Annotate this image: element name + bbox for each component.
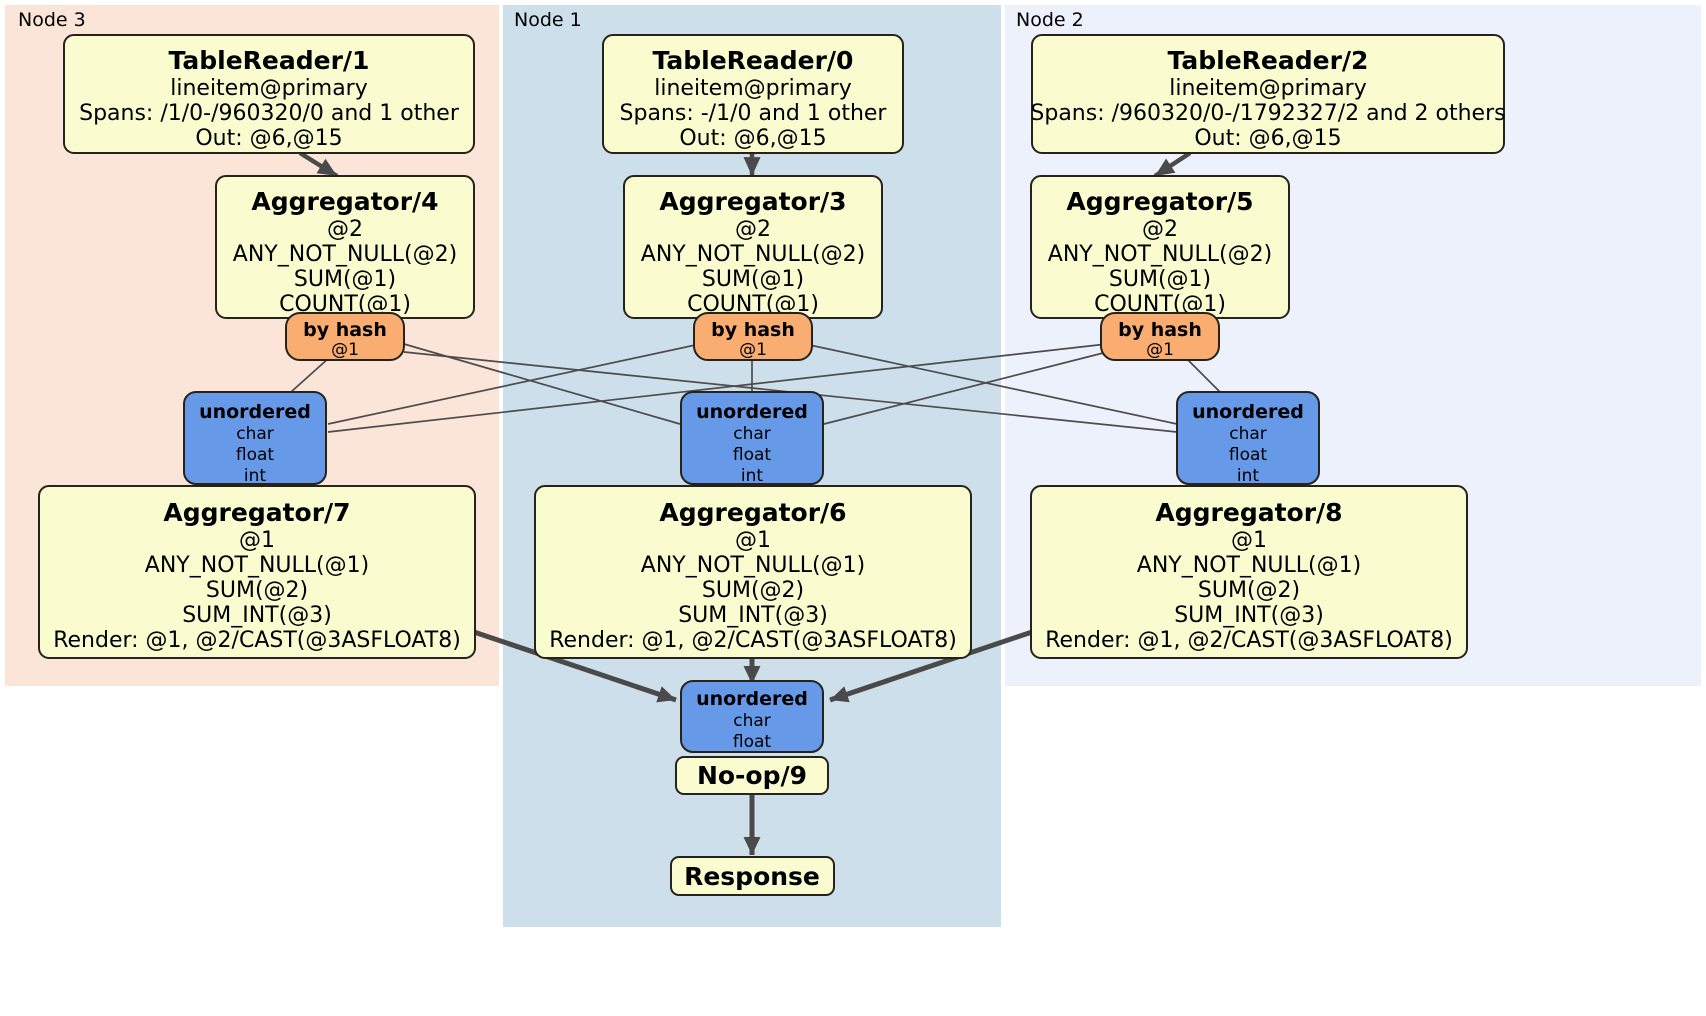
node-line: SUM(@1) [702, 267, 804, 292]
node-aggregator-4[interactable]: Aggregator/4 @2 ANY_NOT_NULL(@2) SUM(@1)… [215, 175, 475, 319]
node-title: TableReader/0 [653, 46, 854, 75]
router-title: unordered [696, 688, 808, 710]
router-unordered-mid[interactable]: unordered char float int [680, 391, 824, 486]
node-title: Aggregator/5 [1066, 187, 1253, 216]
node-line: SUM(@1) [294, 267, 396, 292]
router-line: float [236, 445, 275, 465]
panel-node1-label: Node 1 [514, 9, 582, 31]
edge-hashM-unorderedR [804, 343, 1178, 425]
router-title: unordered [199, 401, 311, 423]
node-response[interactable]: Response [670, 856, 835, 896]
router-title: by hash [711, 319, 795, 341]
node-line: SUM_INT(@3) [1174, 603, 1324, 628]
node-line: SUM_INT(@3) [182, 603, 332, 628]
router-unordered-right[interactable]: unordered char float int [1176, 391, 1320, 486]
node-line: ANY_NOT_NULL(@2) [641, 242, 865, 267]
router-title: unordered [696, 401, 808, 423]
node-line: Render: @1, @2/CAST(@3ASFLOAT8) [53, 628, 461, 653]
router-unordered-final[interactable]: unordered char float [680, 680, 824, 753]
node-table-reader-2[interactable]: TableReader/2 lineitem@primary Spans: /9… [1030, 34, 1506, 154]
node-aggregator-7[interactable]: Aggregator/7 @1 ANY_NOT_NULL(@1) SUM(@2)… [38, 485, 476, 659]
router-line: @1 [739, 340, 767, 360]
node-title: Aggregator/3 [659, 187, 846, 216]
node-line: Out: @6,@15 [679, 126, 826, 151]
router-line: int [1237, 466, 1259, 486]
node-title: TableReader/2 [1168, 46, 1369, 75]
node-aggregator-5[interactable]: Aggregator/5 @2 ANY_NOT_NULL(@2) SUM(@1)… [1030, 175, 1290, 319]
node-line: @1 [735, 528, 771, 553]
node-line: Render: @1, @2/CAST(@3ASFLOAT8) [1045, 628, 1453, 653]
node-line: lineitem@primary [654, 76, 852, 101]
node-title: Aggregator/7 [163, 498, 350, 527]
router-title: by hash [1118, 319, 1202, 341]
node-aggregator-3[interactable]: Aggregator/3 @2 ANY_NOT_NULL(@2) SUM(@1)… [623, 175, 883, 319]
router-hash-mid[interactable]: by hash @1 [693, 312, 813, 361]
router-line: char [1229, 424, 1267, 444]
node-line: SUM(@2) [206, 578, 308, 603]
router-line: char [733, 424, 771, 444]
edge-tr1-agg4 [298, 151, 339, 178]
router-line: char [236, 424, 274, 444]
node-line: @2 [1142, 217, 1178, 242]
node-line: Render: @1, @2/CAST(@3ASFLOAT8) [549, 628, 957, 653]
node-title: TableReader/1 [169, 46, 370, 75]
node-title: Aggregator/8 [1155, 498, 1342, 527]
router-line: float [1229, 445, 1268, 465]
edge-tr2-agg5 [1153, 151, 1192, 178]
router-line: float [733, 445, 772, 465]
edge-hashM-unorderedL [327, 343, 701, 425]
node-line: Out: @6,@15 [195, 126, 342, 151]
node-line: lineitem@primary [1169, 76, 1367, 101]
node-line: SUM(@2) [702, 578, 804, 603]
edge-agg8-final [829, 629, 1033, 703]
router-title: unordered [1192, 401, 1304, 423]
router-line: int [741, 466, 763, 486]
router-hash-right[interactable]: by hash @1 [1100, 312, 1220, 361]
node-line: lineitem@primary [170, 76, 368, 101]
node-line: @1 [1231, 528, 1267, 553]
edge-hashR-unorderedR [1184, 356, 1221, 393]
node-line: ANY_NOT_NULL(@1) [145, 553, 369, 578]
node-line: Spans: /1/0-/960320/0 and 1 other [79, 101, 460, 126]
edge-agg7-final [473, 629, 677, 703]
node-line: @1 [239, 528, 275, 553]
node-line: SUM(@1) [1109, 267, 1211, 292]
node-title: Aggregator/4 [251, 187, 438, 216]
node-table-reader-1[interactable]: TableReader/1 lineitem@primary Spans: /1… [63, 34, 475, 154]
router-line: float [733, 732, 772, 752]
node-aggregator-6[interactable]: Aggregator/6 @1 ANY_NOT_NULL(@1) SUM(@2)… [534, 485, 972, 659]
node-line: ANY_NOT_NULL(@1) [1137, 553, 1361, 578]
node-table-reader-0[interactable]: TableReader/0 lineitem@primary Spans: -/… [602, 34, 904, 154]
node-title: Response [684, 862, 820, 891]
router-line: int [244, 466, 266, 486]
node-line: Spans: -/1/0 and 1 other [620, 101, 888, 126]
router-line: char [733, 711, 771, 731]
node-line: Out: @6,@15 [1194, 126, 1341, 151]
panel-node2-label: Node 2 [1016, 9, 1084, 31]
edge-hashR-unorderedL [327, 343, 1108, 433]
node-line: @2 [327, 217, 363, 242]
node-noop-9[interactable]: No-op/9 [675, 756, 829, 795]
node-line: ANY_NOT_NULL(@2) [1048, 242, 1272, 267]
node-line: ANY_NOT_NULL(@2) [233, 242, 457, 267]
node-aggregator-8[interactable]: Aggregator/8 @1 ANY_NOT_NULL(@1) SUM(@2)… [1030, 485, 1468, 659]
node-title: No-op/9 [697, 761, 807, 790]
edge-hashR-unorderedM [823, 351, 1108, 425]
router-line: @1 [331, 340, 359, 360]
node-line: Spans: /960320/0-/1792327/2 and 2 others [1030, 101, 1505, 126]
node-line: SUM(@2) [1198, 578, 1300, 603]
router-unordered-left[interactable]: unordered char float int [183, 391, 327, 486]
router-line: @1 [1146, 340, 1174, 360]
node-line: ANY_NOT_NULL(@1) [641, 553, 865, 578]
router-title: by hash [303, 319, 387, 341]
node-line: SUM_INT(@3) [678, 603, 828, 628]
node-line: @2 [735, 217, 771, 242]
edge-hashL-unorderedL [290, 356, 331, 393]
node-title: Aggregator/6 [659, 498, 846, 527]
panel-node3-label: Node 3 [18, 9, 86, 31]
router-hash-left[interactable]: by hash @1 [285, 312, 405, 361]
